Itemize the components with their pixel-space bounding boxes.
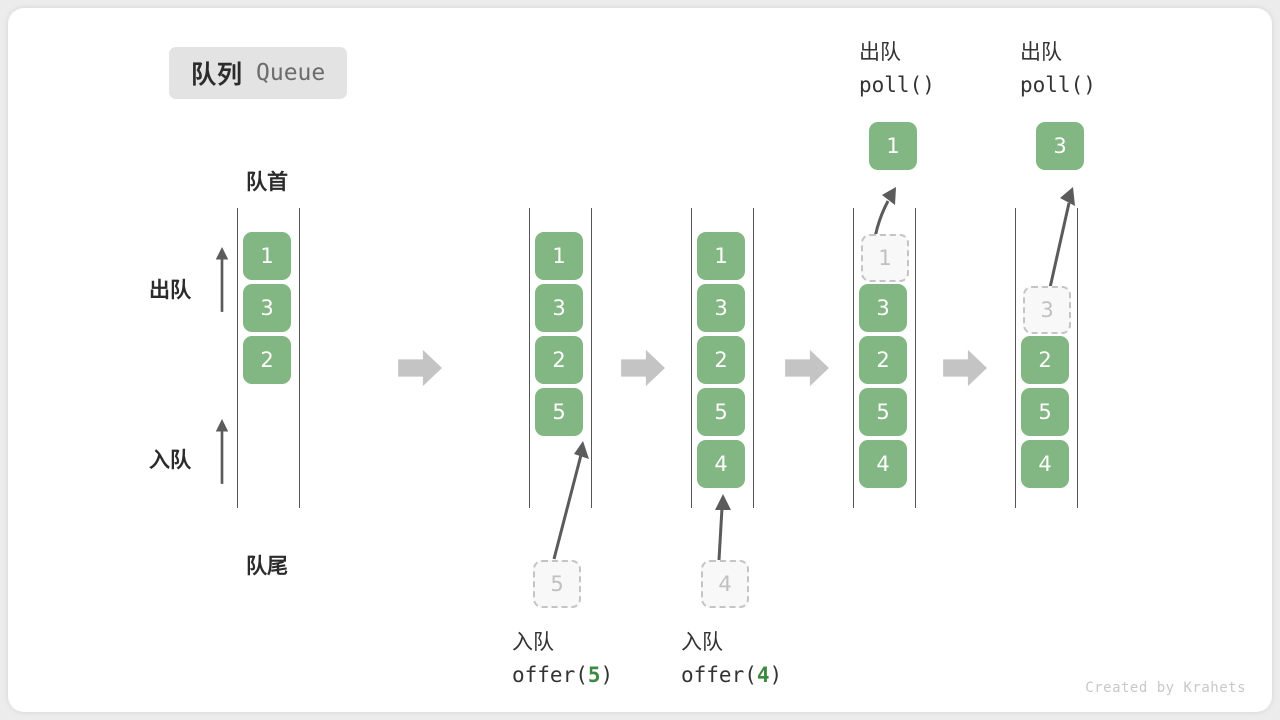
queue-cell: 5	[859, 388, 907, 436]
operation-label-poll-1: 出队 poll()	[859, 36, 935, 101]
queue-rail-right-4	[915, 208, 916, 508]
queue-rail-right-2	[591, 208, 592, 508]
code-suffix: )	[600, 662, 614, 687]
queue-cell: 1	[243, 232, 291, 280]
queue-cell: 4	[697, 440, 745, 488]
title-cn: 队列	[191, 60, 244, 89]
queue-cell: 3	[535, 284, 583, 332]
code-suffix: )	[769, 662, 783, 687]
operation-label-cn: 入队	[512, 630, 554, 654]
queue-cell: 4	[1021, 440, 1069, 488]
operation-label-code: poll()	[1020, 72, 1096, 97]
label-dequeue: 出队	[149, 278, 191, 302]
queue-cell: 3	[697, 284, 745, 332]
dequeue-direction-arrow-icon	[215, 247, 229, 312]
queue-cell: 5	[697, 388, 745, 436]
queue-rail-right-1	[299, 208, 300, 508]
queue-cell: 2	[697, 336, 745, 384]
diagram-stage: 队列 Queue 队首 队尾 出队 入队 1 3 2 1 3 2 5 5 入队 …	[8, 8, 1272, 712]
queue-cell: 2	[859, 336, 907, 384]
operation-label-cn: 入队	[681, 630, 723, 654]
queue-cell: 5	[1021, 388, 1069, 436]
queue-cell: 2	[243, 336, 291, 384]
queue-rail-left-5	[1015, 208, 1016, 508]
queue-cell: 3	[859, 284, 907, 332]
queue-rail-left-3	[691, 208, 692, 508]
queue-cell: 3	[243, 284, 291, 332]
enqueue-arrow-icon	[552, 441, 589, 560]
code-prefix: offer(	[681, 662, 757, 687]
enqueue-arrow-icon	[715, 494, 731, 561]
queue-rail-right-5	[1077, 208, 1078, 508]
operation-label-offer-4: 入队 offer(4)	[681, 626, 782, 691]
operation-label-offer-5: 入队 offer(5)	[512, 626, 613, 691]
operation-label-code: offer(5)	[512, 659, 613, 692]
operation-label-poll-3: 出队 poll()	[1020, 36, 1096, 101]
code-prefix: offer(	[512, 662, 588, 687]
watermark: Created by Krahets	[1085, 680, 1246, 696]
queue-cell: 1	[697, 232, 745, 280]
diagram-card: 队列 Queue 队首 队尾 出队 入队 1 3 2 1 3 2 5 5 入队 …	[8, 8, 1272, 712]
popped-cell: 1	[869, 122, 917, 170]
operation-label-code: offer(4)	[681, 659, 782, 692]
operation-label-cn: 出队	[1020, 40, 1062, 64]
queue-cell: 2	[1021, 336, 1069, 384]
title-en: Queue	[256, 60, 326, 86]
step-arrow-icon	[398, 349, 442, 387]
queue-rail-left-2	[529, 208, 530, 508]
code-arg: 4	[756, 662, 770, 687]
label-enqueue: 入队	[149, 448, 191, 472]
queue-cell: 2	[535, 336, 583, 384]
queue-cell: 1	[535, 232, 583, 280]
operation-label-cn: 出队	[859, 40, 901, 64]
label-queue-tail: 队尾	[246, 554, 288, 578]
operation-label-code: poll()	[859, 72, 935, 97]
title-badge: 队列 Queue	[169, 47, 348, 99]
enqueue-direction-arrow-icon	[215, 419, 229, 484]
step-arrow-icon	[943, 349, 987, 387]
code-arg: 5	[587, 662, 601, 687]
queue-cell: 5	[535, 388, 583, 436]
queue-cell: 4	[859, 440, 907, 488]
incoming-ghost-cell: 5	[533, 560, 581, 608]
dequeued-ghost-cell: 3	[1023, 286, 1071, 334]
queue-rail-right-3	[753, 208, 754, 508]
queue-rail-left-1	[237, 208, 238, 508]
step-arrow-icon	[621, 349, 665, 387]
popped-cell: 3	[1036, 122, 1084, 170]
incoming-ghost-cell: 4	[701, 560, 749, 608]
queue-rail-left-4	[853, 208, 854, 508]
step-arrow-icon	[785, 349, 829, 387]
label-queue-head: 队首	[246, 170, 288, 194]
dequeued-ghost-cell: 1	[861, 234, 909, 282]
